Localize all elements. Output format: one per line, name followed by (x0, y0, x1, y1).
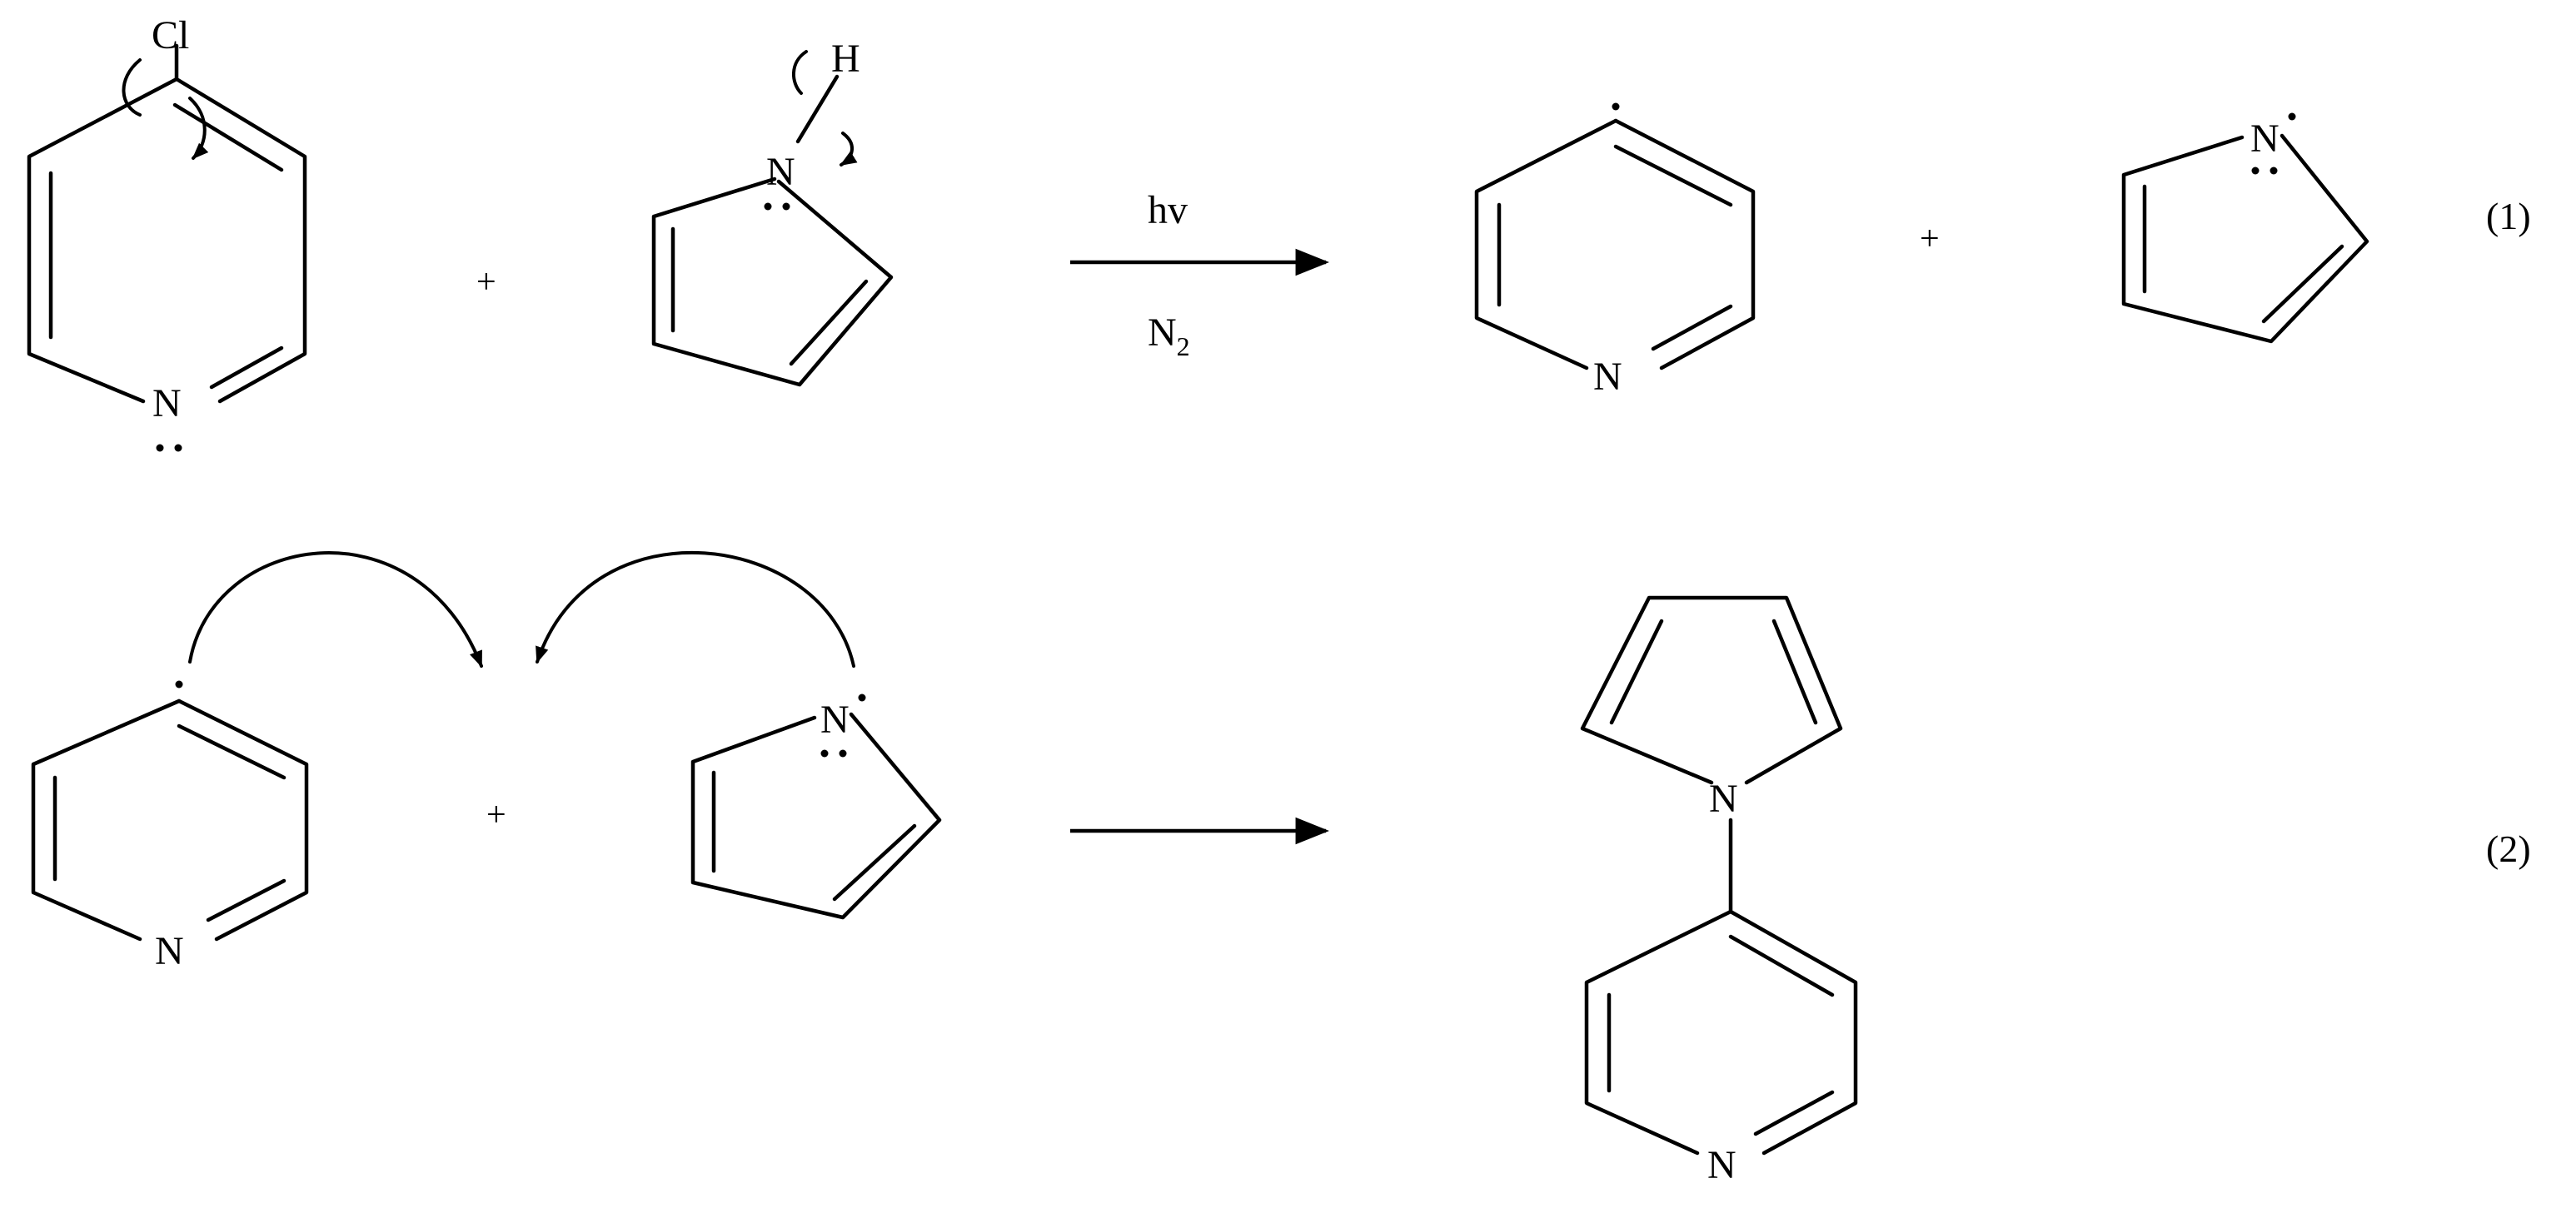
equation-number-2: (2) (2486, 828, 2531, 870)
plus-sign-2: + (1920, 220, 1940, 258)
nitrogen-atmosphere-label: N2 (1148, 311, 1190, 361)
pyridyl-n-label: N (1593, 355, 1622, 399)
product-pyrrole-n-label: N (1709, 777, 1738, 821)
pyrrole-n-label: N (766, 150, 795, 194)
pyrrolyl-radical-dot (2288, 112, 2296, 121)
radical-coupling-curved-arrow-right (536, 550, 855, 668)
pyrrolyl-radical-reactant: N (690, 693, 942, 920)
pyrrolyl-reactant-n-label: N (820, 698, 850, 742)
pyridyl-radical-reactant: N (31, 680, 309, 973)
light-condition-label: hv (1148, 188, 1188, 232)
pyridyl-radical-molecule: N (1474, 102, 1756, 399)
plus-sign-1: + (476, 263, 496, 301)
radical-coupling-curved-arrow-left (188, 551, 483, 668)
pyridyl-reactant-radical-dot (175, 680, 183, 689)
chloropyridine-cl-label: Cl (152, 13, 189, 57)
chloropyridine-molecule: Cl N (27, 13, 307, 452)
pyridyl-reactant-n-label: N (155, 929, 184, 973)
pyrrolyl-n-label: N (2250, 117, 2280, 161)
product-pyridine-n-label: N (1707, 1143, 1736, 1187)
pyrrolyl-reactant-radical-dot (858, 693, 866, 702)
pyridyl-radical-dot (1612, 102, 1620, 111)
nh-cleavage-curved-arrow (791, 50, 808, 95)
plus-sign-3: + (486, 796, 506, 834)
pyrrole-lone-pair (764, 202, 790, 211)
pyrrole-h-label: H (831, 37, 860, 81)
pyrrolylpyridine-product: N N (1580, 595, 1858, 1187)
pyrrolyl-radical-molecule: N (2121, 112, 2369, 344)
bond-cleavage-curved-arrow (122, 58, 142, 117)
equation-number-1: (1) (2486, 195, 2531, 237)
pyrrolyl-reactant-lone-pair (820, 749, 847, 758)
pyrrole-molecule: N H (651, 37, 894, 387)
pyrrolyl-lone-pair (2251, 167, 2278, 175)
chloropyridine-n-label: N (152, 381, 182, 425)
chloropyridine-lone-pair (156, 444, 182, 452)
